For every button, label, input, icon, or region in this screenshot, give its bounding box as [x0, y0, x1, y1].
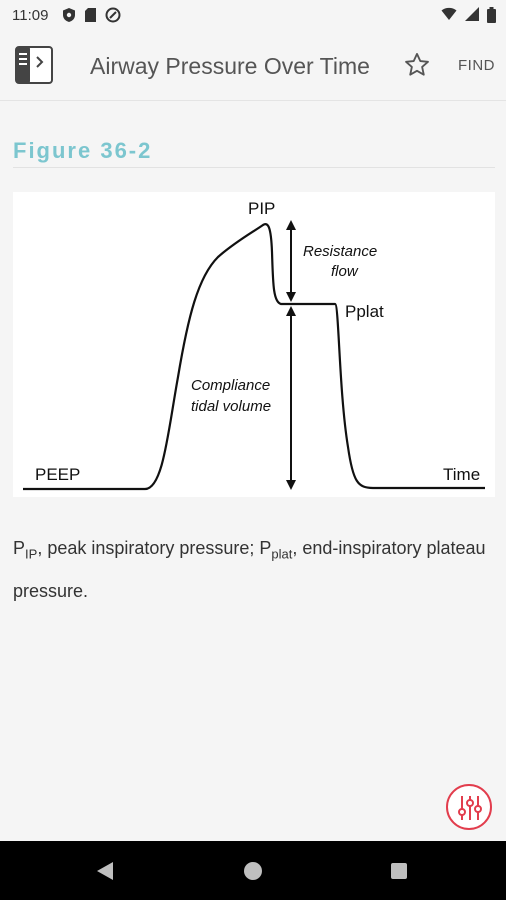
shield-icon — [62, 7, 76, 28]
time-label: Time — [443, 465, 480, 484]
tidal-volume-label: tidal volume — [191, 398, 271, 415]
peep-label: PEEP — [35, 465, 80, 484]
battery-icon — [487, 7, 496, 28]
data-saver-icon — [105, 7, 121, 28]
back-icon[interactable] — [96, 861, 114, 886]
pip-label: PIP — [248, 199, 275, 218]
status-time: 11:09 — [12, 7, 49, 24]
page-title: Airway Pressure Over Time — [90, 53, 370, 79]
sliders-icon — [458, 796, 482, 820]
home-icon[interactable] — [244, 862, 262, 880]
divider — [13, 167, 495, 168]
wifi-icon — [441, 7, 457, 28]
star-icon[interactable] — [403, 51, 431, 84]
flow-label: flow — [331, 263, 359, 280]
figure-title: Figure 36-2 — [13, 138, 153, 163]
app-bar: Airway Pressure Over Time FIND — [0, 32, 506, 101]
sd-card-icon — [84, 7, 97, 28]
pplat-label: Pplat — [345, 302, 384, 321]
signal-icon — [465, 7, 479, 28]
navigation-bar — [0, 841, 506, 900]
status-bar: 11:09 — [0, 0, 506, 32]
resistance-label: Resistance — [303, 243, 377, 260]
figure-image[interactable]: PIP Pplat PEEP Time Resistance flow Comp… — [13, 192, 495, 497]
compliance-label: Compliance — [191, 377, 270, 394]
book-menu-icon[interactable] — [15, 46, 53, 89]
pressure-curve — [23, 223, 485, 491]
adjust-settings-button[interactable] — [446, 784, 492, 830]
find-button[interactable]: FIND — [458, 57, 495, 74]
recent-apps-icon[interactable] — [391, 863, 407, 879]
figure-caption: PIP, peak inspiratory pressure; Pplat, e… — [13, 538, 486, 601]
